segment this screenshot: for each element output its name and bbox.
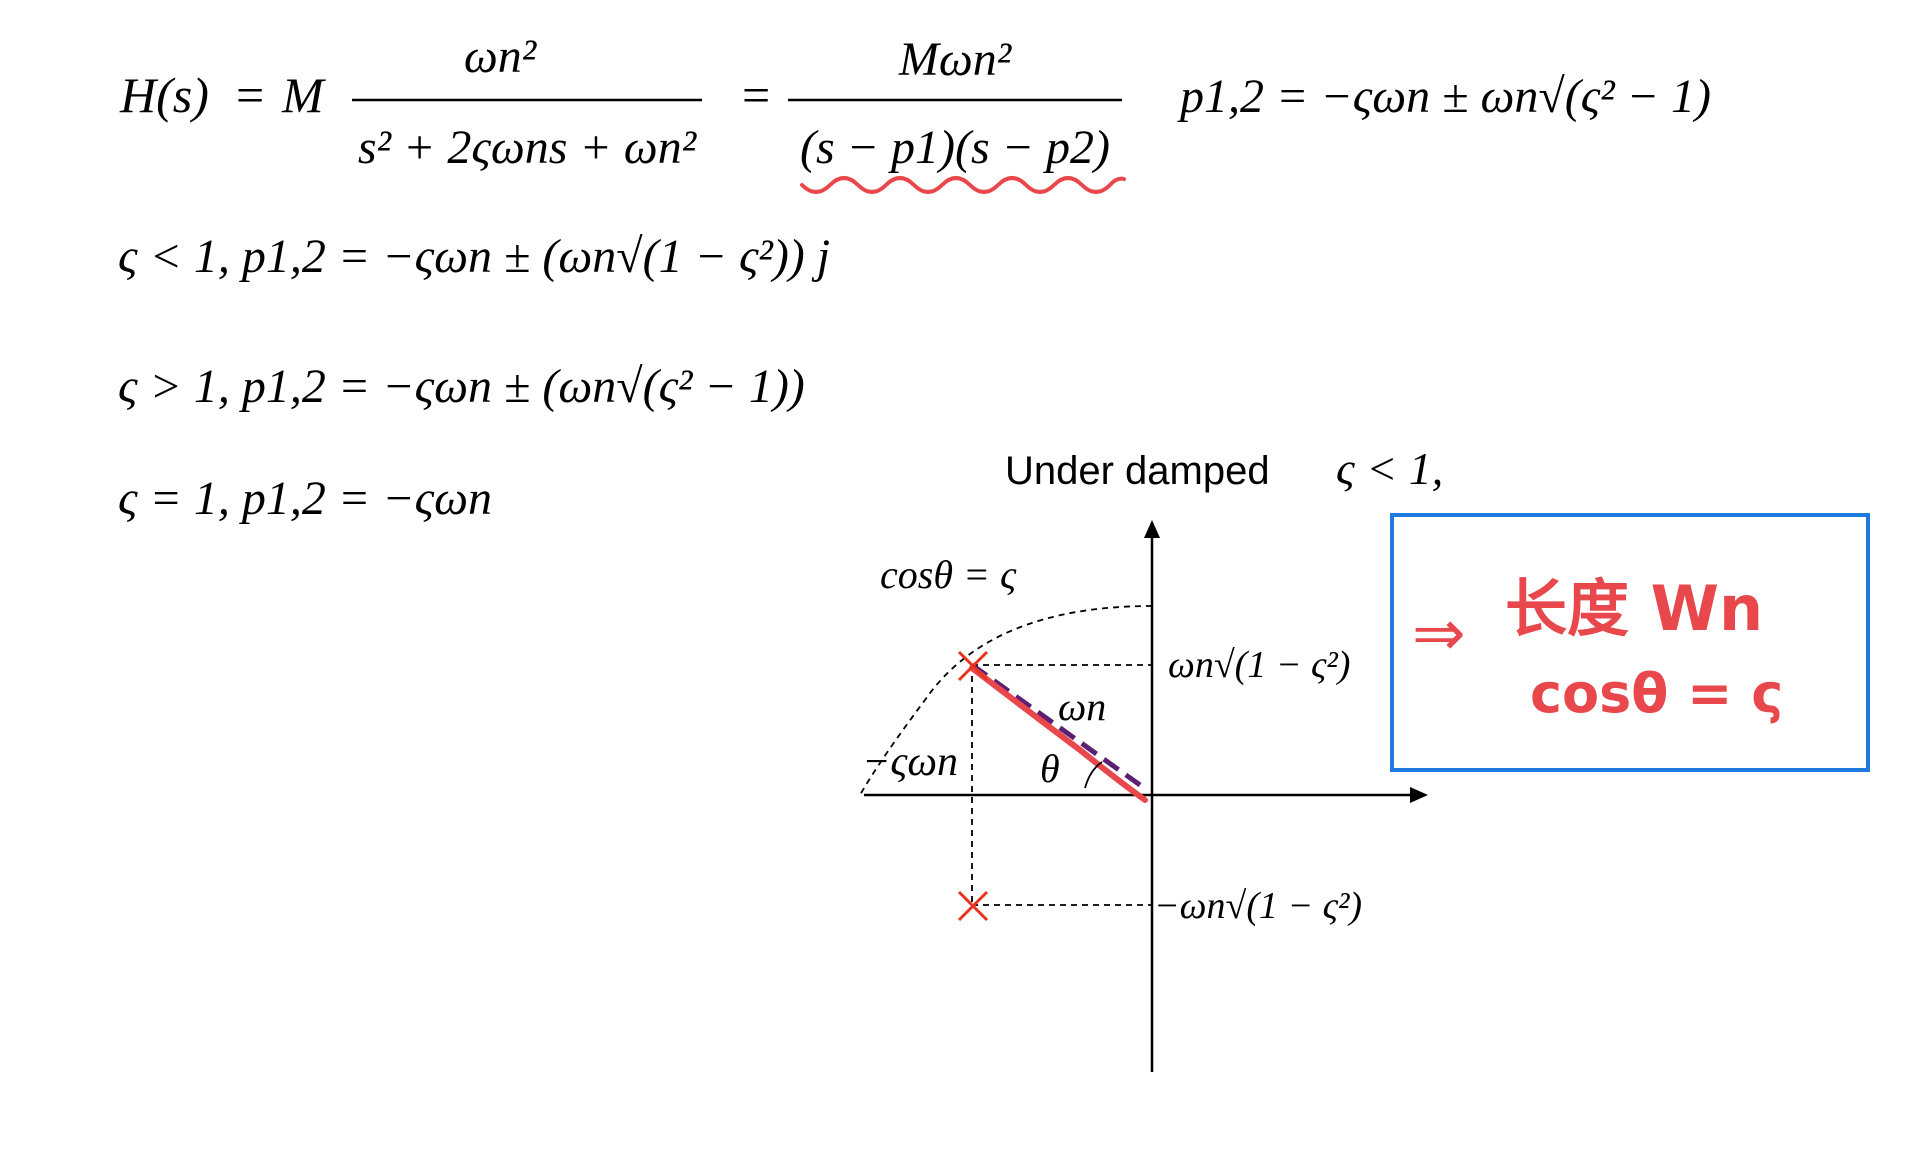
case-critical: ς = 1, p1,2 = −ςωn — [118, 472, 492, 525]
imaginary-axis-arrow — [1144, 520, 1160, 538]
note-line-1: 长度 Wn — [1505, 572, 1763, 645]
diagram-title: Under damped — [1005, 449, 1270, 493]
case-underdamped: ς < 1, p1,2 = −ςωn ± (ωn√(1 − ς²)) j — [118, 230, 830, 283]
s-plane-diagram: Under damped ς < 1, cosθ = ς ωn√(1 − — [859, 443, 1443, 1072]
transfer-denominator-2: (s − p1)(s − p2) — [800, 121, 1110, 174]
transfer-numerator-2: Mωn² — [898, 33, 1013, 86]
poles-general: p1,2 = −ςωn ± ωn√(ς² − 1) — [1177, 70, 1711, 123]
radius-label: ωn — [1058, 684, 1106, 729]
upper-pole-marker — [957, 650, 989, 682]
handwritten-radius-stroke — [969, 665, 1148, 803]
upper-pole-label: ωn√(1 − ς²) — [1168, 644, 1350, 686]
handwritten-underline — [800, 176, 1126, 194]
real-part-label: −ςωn — [862, 739, 958, 785]
lower-pole-marker — [957, 890, 989, 922]
annotation-border — [1390, 513, 1870, 772]
diagram-title-condition: ς < 1, — [1336, 443, 1443, 494]
cos-relation: cosθ = ς — [880, 552, 1017, 597]
transfer-gain: M — [281, 67, 326, 123]
real-axis-arrow — [1410, 787, 1428, 803]
transfer-lhs: H(s) — [119, 67, 209, 123]
transfer-equals-2: = — [742, 67, 770, 123]
lower-pole-label: −ωn√(1 − ς²) — [1154, 885, 1362, 927]
annotation-box: ⇒ 长度 Wn cosθ = ς — [1390, 513, 1870, 772]
case-overdamped: ς > 1, p1,2 = −ςωn ± (ωn√(ς² − 1)) — [118, 360, 805, 413]
angle-label: θ — [1040, 746, 1060, 791]
transfer-denominator: s² + 2ςωns + ωn² — [358, 121, 698, 174]
radius-vector — [970, 662, 1142, 788]
transfer-function-equation: H(s) = M ωn² s² + 2ςωns + ωn² = Mωn² (s … — [119, 30, 1711, 174]
transfer-equals: = — [236, 67, 264, 123]
note-line-2: cosθ = ς — [1530, 662, 1783, 725]
note-arrow: ⇒ — [1412, 597, 1466, 671]
angle-arc — [1084, 761, 1103, 789]
transfer-numerator: ωn² — [464, 30, 538, 83]
unit-circle-arc — [859, 605, 1153, 796]
